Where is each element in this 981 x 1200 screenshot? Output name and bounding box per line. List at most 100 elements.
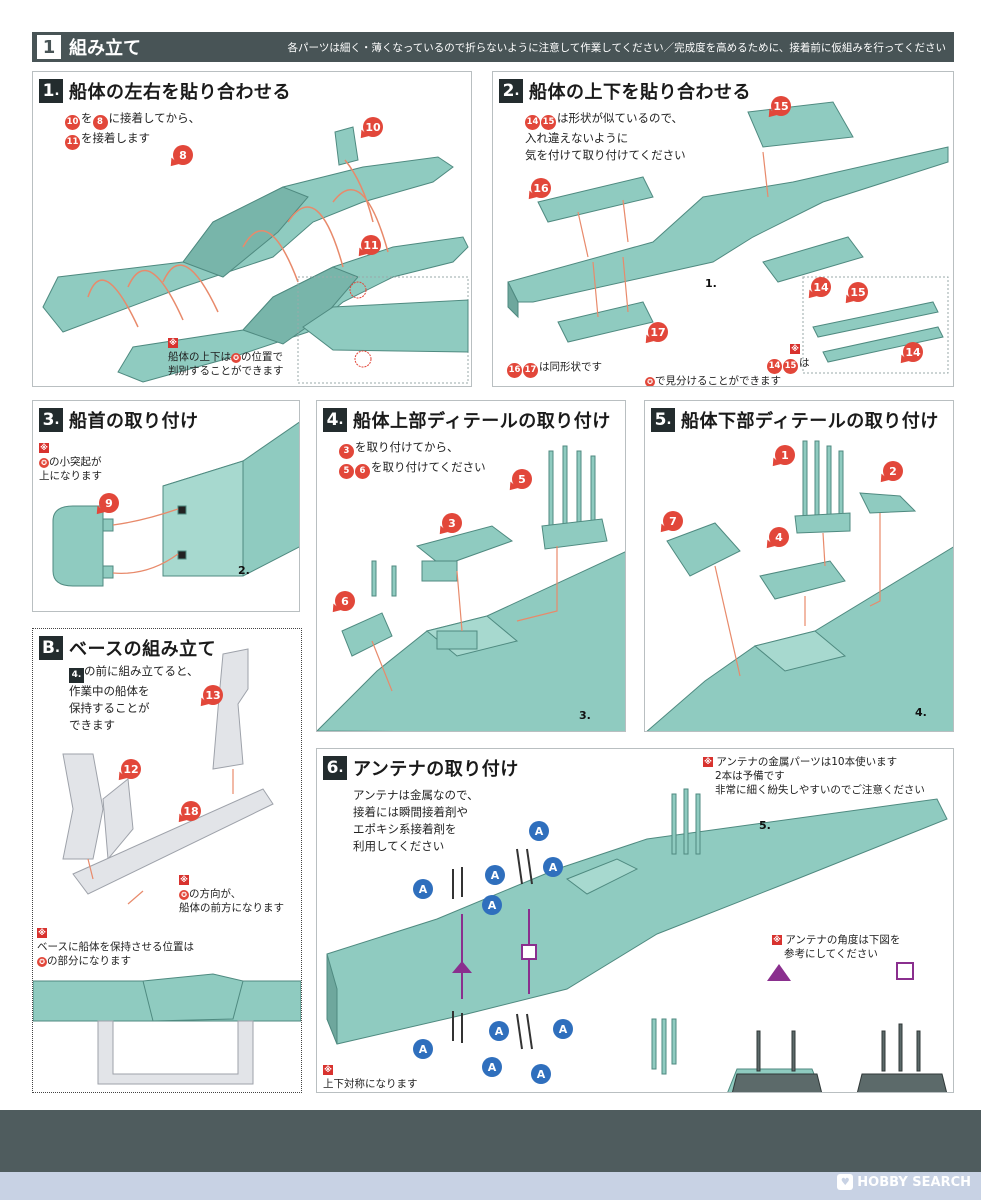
part-callout-16: 16 <box>531 178 551 198</box>
footer-band-light <box>0 1172 981 1200</box>
step-2-diagram <box>507 101 949 374</box>
step-6-ref: 5. <box>759 819 771 832</box>
antenna-badge: A <box>482 895 502 915</box>
part-badge-10: 10 <box>65 115 80 130</box>
part-callout-5: 5 <box>512 469 532 489</box>
step-6-angle-note: ※ アンテナの角度は下図を 参考にしてください <box>772 934 901 960</box>
part-badge-3: 3 <box>339 444 354 459</box>
antenna-badge: A <box>482 1057 502 1077</box>
step-b-number: B. <box>39 636 63 660</box>
antenna-badge: A <box>553 1019 573 1039</box>
part-badge-5: 5 <box>339 464 354 479</box>
part-callout-8: 8 <box>173 145 193 165</box>
step-4-title-text: 船体上部ディテールの取り付け <box>353 411 611 432</box>
step-2-title-text: 船体の上下を貼り合わせる <box>529 82 751 103</box>
part-callout-15: 15 <box>771 96 791 116</box>
step-2-title: 2. 船体の上下を貼り合わせる <box>499 78 751 104</box>
step-b-instruction: 4.の前に組み立てると、 作業中の船体を 保持することが できます <box>69 664 199 732</box>
step-b-direction-note: ※ ✪の方向が、 船体の前方になります <box>179 875 284 914</box>
part-badge-15: 15 <box>541 115 556 130</box>
part-callout-2: 2 <box>883 461 903 481</box>
step-5-diagram <box>646 440 953 731</box>
step-1-title-text: 船体の左右を貼り合わせる <box>69 82 291 103</box>
step-1-note: ※ 船体の上下は✪の位置で 判別することができます <box>168 338 284 377</box>
part-callout-9: 9 <box>99 493 119 513</box>
antenna-badge: A <box>485 865 505 885</box>
step-5-ref: 4. <box>915 706 927 719</box>
part-callout-13: 13 <box>203 685 223 705</box>
antenna-badge: A <box>413 879 433 899</box>
step-b-diagram <box>33 648 301 1085</box>
step-5-panel: 5. 船体下部ディテールの取り付け 1 2 7 4 4. <box>644 400 954 732</box>
part-callout-4: 4 <box>769 527 789 547</box>
step-1-title: 1. 船体の左右を貼り合わせる <box>39 78 291 104</box>
step-6-metal-note: ※ アンテナの金属パーツは10本使います 2本は予備です 非常に細く紛失しやすい… <box>703 756 925 796</box>
header-note: 各パーツは細く・薄くなっているので折らないように注意して作業してください／完成度… <box>287 41 946 54</box>
step-2-number: 2. <box>499 79 523 103</box>
step-6-symmetry-note: ※ 上下対称になります <box>323 1065 418 1090</box>
step-3-ref: 2. <box>238 564 250 577</box>
step-3-title-text: 船首の取り付け <box>69 411 199 432</box>
step-5-number: 5. <box>651 408 675 432</box>
antenna-badge: A <box>529 821 549 841</box>
part-callout-7: 7 <box>663 511 683 531</box>
step-b-panel: B. ベースの組み立て 4.の前に組み立てると、 作業中の船体を 保持することが… <box>32 628 302 1093</box>
part-badge-6: 6 <box>355 464 370 479</box>
antenna-badge: A <box>413 1039 433 1059</box>
step-3-note: ※ ✪の小突起が 上になります <box>39 443 102 482</box>
watermark-text: HOBBY SEARCH <box>857 1174 971 1190</box>
part-callout-18: 18 <box>181 801 201 821</box>
part-badge-8: 8 <box>92 115 108 130</box>
antenna-badge: A <box>543 857 563 877</box>
part-callout-17: 17 <box>648 322 668 342</box>
part-callout-3: 3 <box>442 513 462 533</box>
part-badge-14: 14 <box>525 115 540 130</box>
assembly-header: 1 組み立て 各パーツは細く・薄くなっているので折らないように注意して作業してく… <box>32 32 954 62</box>
part-callout-11: 11 <box>361 235 381 255</box>
watermark: ♥ HOBBY SEARCH <box>837 1174 971 1190</box>
header-step-number: 1 <box>37 35 61 59</box>
part-callout-15-inset: 15 <box>848 282 868 302</box>
part-callout-6: 6 <box>335 591 355 611</box>
part-badge-11: 11 <box>65 135 80 150</box>
header-title: 組み立て <box>69 38 141 59</box>
step-3-title: 3. 船首の取り付け <box>39 407 199 433</box>
step-2-ref: 1. <box>705 277 717 290</box>
step-4-diagram <box>317 445 625 731</box>
part-callout-10: 10 <box>363 117 383 137</box>
step-6-title: 6. アンテナの取り付け <box>323 755 519 781</box>
part-callout-1: 1 <box>775 445 795 465</box>
step-b-title: B. ベースの組み立て <box>39 635 216 661</box>
part-callout-14-inset: 14 <box>903 342 923 362</box>
footer-band <box>0 1110 981 1172</box>
step-1-number: 1. <box>39 79 63 103</box>
step-4-ref: 3. <box>579 709 591 722</box>
part-callout-14: 14 <box>811 277 831 297</box>
step-6-instruction: アンテナは金属なので、 接着には瞬間接着剤や エポキシ系接着剤を 利用してくださ… <box>353 788 479 853</box>
step-4-number: 4. <box>323 408 347 432</box>
antenna-badge: A <box>531 1064 551 1084</box>
step-3-panel: 3. 船首の取り付け ※ ✪の小突起が 上になります 9 2. <box>32 400 300 612</box>
step-5-title-text: 船体下部ディテールの取り付け <box>681 411 939 432</box>
step-6-number: 6. <box>323 756 347 780</box>
step-3-number: 3. <box>39 408 63 432</box>
step-1-diagram <box>42 126 469 384</box>
step-3-diagram <box>52 421 299 587</box>
hobby-search-logo-icon: ♥ <box>837 1174 854 1190</box>
step-b-title-text: ベースの組み立て <box>69 639 217 660</box>
step-6-panel: 6. アンテナの取り付け アンテナは金属なので、 接着には瞬間接着剤や エポキシ… <box>316 748 954 1093</box>
antenna-badge: A <box>489 1021 509 1041</box>
step-b-position-note: ※ ベースに船体を保持させる位置は ✪の部分になります <box>37 928 194 967</box>
step-5-title: 5. 船体下部ディテールの取り付け <box>651 407 939 433</box>
step-6-title-text: アンテナの取り付け <box>353 759 519 780</box>
step-4-title: 4. 船体上部ディテールの取り付け <box>323 407 611 433</box>
part-callout-12: 12 <box>121 759 141 779</box>
